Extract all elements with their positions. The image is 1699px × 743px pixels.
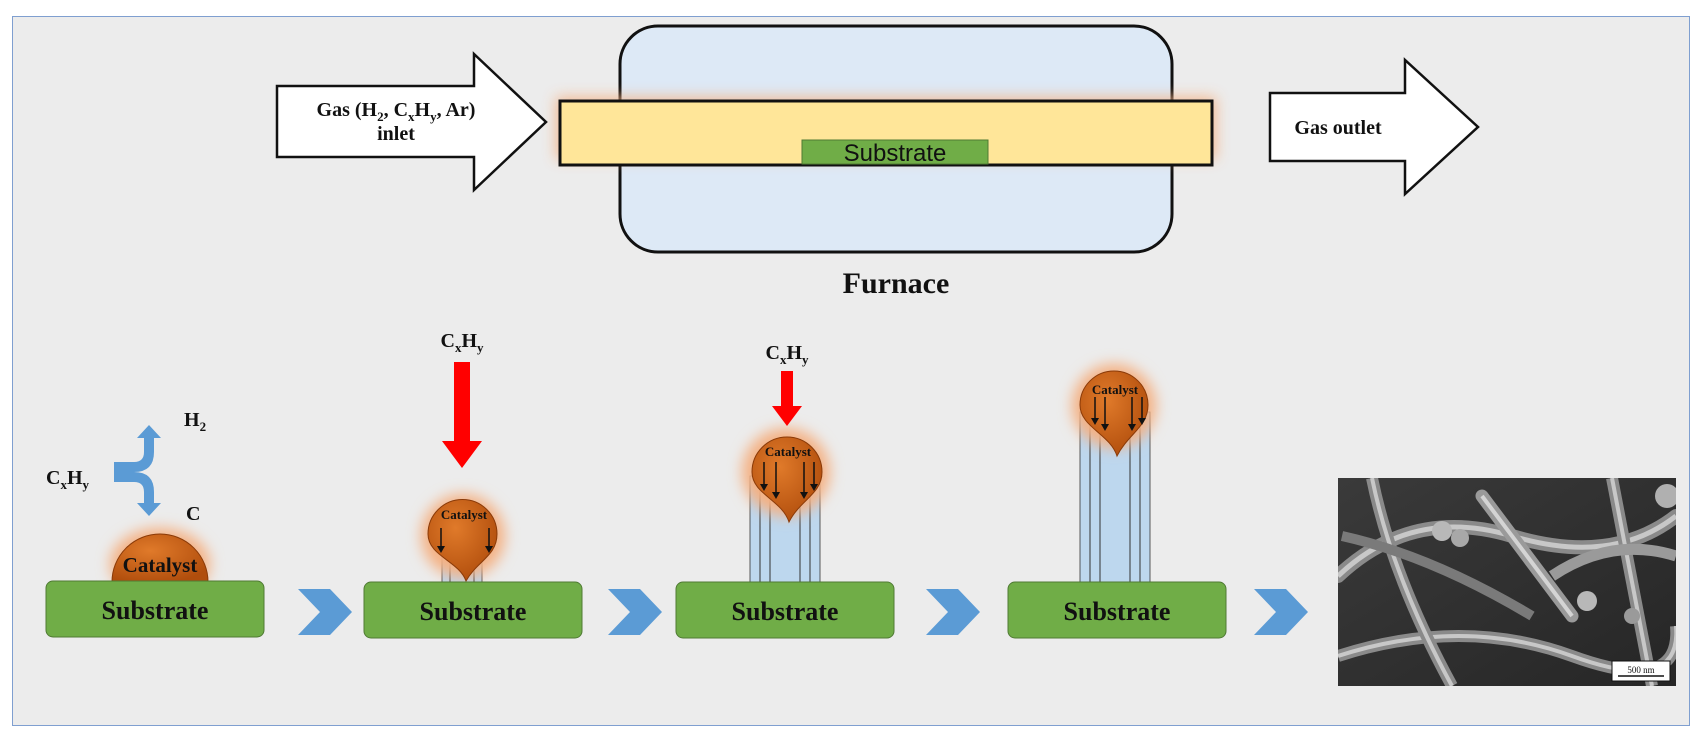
catalyst-label: Catalyst: [441, 507, 488, 522]
catalyst-label: Catalyst: [123, 553, 198, 577]
substrate-block: [675, 581, 895, 639]
chevron-arrow: [1254, 589, 1308, 635]
catalyst-tip: [1432, 521, 1452, 541]
substrate-block: [1007, 581, 1227, 639]
catalyst-particle: [751, 436, 823, 524]
substrate-label: Substrate: [1064, 597, 1171, 626]
catalyst-particle: [1079, 370, 1149, 458]
carbon-flow-arrowhead: [437, 546, 445, 553]
outlet-arrow-shape: [1268, 57, 1480, 197]
catalyst-particle: [427, 499, 498, 583]
stage-2: Catalyst Substrate CxHy: [363, 330, 583, 639]
chevron-arrow: [608, 589, 662, 635]
catalyst-tip: [1577, 591, 1597, 611]
inlet-label-line2: inlet: [377, 123, 415, 145]
hydrocarbon-feed-arrow: [772, 371, 802, 426]
nanofiber: [1340, 531, 1535, 621]
hydrocarbon-label: CxHy: [440, 330, 484, 355]
carbon-flow-arrowhead: [772, 492, 780, 499]
chevron-2: [608, 589, 662, 635]
h2-release-arrow: [114, 425, 161, 472]
chevron-3: [926, 589, 980, 635]
carbon-deposit-arrow: [114, 472, 161, 516]
stage-3: Catalyst Substrate CxHy: [675, 342, 895, 639]
tube-substrate-label: Substrate: [844, 140, 947, 167]
sem-background: [1338, 478, 1676, 686]
nanofiber-highlight: [1610, 478, 1654, 686]
gas-inlet-arrow: Gas (H2, CxHy, Ar) inlet: [275, 51, 548, 193]
sem-fibers: [1338, 478, 1676, 686]
sem-micrograph: 500 nm: [1338, 478, 1676, 686]
catalyst-tip: [1624, 608, 1640, 624]
h2-label: H2: [184, 409, 206, 434]
substrate-block: [363, 581, 583, 639]
nanofiber-highlight: [1480, 494, 1574, 618]
catalyst-tip: [1655, 484, 1676, 508]
inlet-label-line1: Gas (H2, CxHy, Ar): [317, 99, 476, 124]
outlet-label: Gas outlet: [1294, 117, 1382, 139]
carbon-label: C: [186, 503, 200, 525]
hydrocarbon-label: CxHy: [765, 342, 809, 367]
carbon-flow-arrowhead: [760, 484, 768, 491]
furnace-title: Furnace: [843, 267, 950, 300]
carbon-flow-arrowhead: [1091, 418, 1099, 425]
carbon-flow-arrowhead: [1138, 418, 1146, 425]
catalyst-particle: [111, 533, 209, 583]
tube-substrate: [801, 139, 989, 165]
hydrocarbon-feed-arrow: [442, 362, 482, 468]
gas-outlet-arrow: Gas outlet: [1268, 57, 1480, 197]
chevron-4: [1254, 589, 1308, 635]
substrate-block: [45, 580, 265, 638]
scale-bar-label: 500 nm: [1627, 665, 1654, 675]
substrate-label: Substrate: [732, 597, 839, 626]
inlet-arrow-shape: [275, 51, 548, 193]
cvd-process-diagram: Substrate Furnace Gas (H2, CxHy, Ar) inl…: [12, 16, 1690, 726]
carbon-flow-arrowhead: [800, 492, 808, 499]
stage-1: Catalyst Substrate CxHy H2 C: [45, 409, 265, 638]
hydrocarbon-label: CxHy: [46, 467, 90, 492]
chevron-arrow: [926, 589, 980, 635]
carbon-flow-arrowhead: [485, 546, 493, 553]
chevron-1: [298, 589, 352, 635]
catalyst-label: Catalyst: [1092, 382, 1139, 397]
nanofiber: [1548, 543, 1676, 581]
carbon-flow-arrowhead: [1128, 424, 1136, 431]
substrate-label: Substrate: [420, 597, 527, 626]
chevron-arrow: [298, 589, 352, 635]
carbon-flow-arrowhead: [810, 484, 818, 491]
furnace: Substrate Furnace: [556, 24, 1216, 300]
catalyst-tip: [1451, 529, 1469, 547]
substrate-label: Substrate: [102, 596, 209, 625]
catalyst-label: Catalyst: [765, 444, 812, 459]
nanofiber-highlight: [1370, 478, 1454, 686]
stage-4: Catalyst Substrate: [1007, 364, 1227, 639]
diagram-panel: Substrate Furnace Gas (H2, CxHy, Ar) inl…: [12, 16, 1690, 726]
carbon-flow-arrowhead: [1101, 424, 1109, 431]
